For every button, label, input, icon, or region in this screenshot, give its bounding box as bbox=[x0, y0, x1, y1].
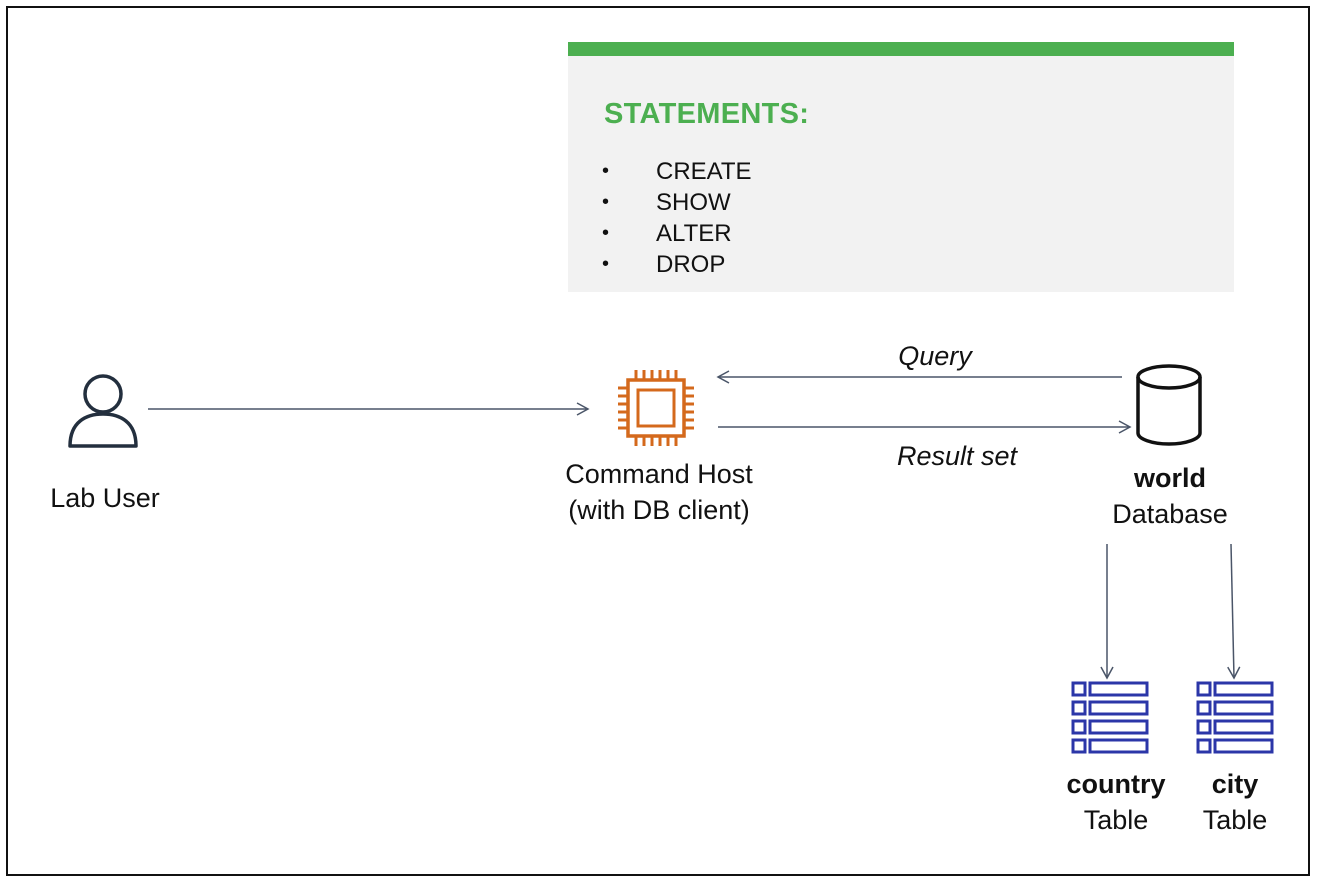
query-label: Query bbox=[898, 341, 972, 371]
db-to-city-arrow bbox=[1227, 543, 1241, 680]
statements-list: CREATE SHOW ALTER DROP bbox=[598, 156, 752, 280]
city-table-name: city bbox=[1211, 769, 1259, 799]
command-host-title: Command Host bbox=[565, 459, 753, 489]
chip-icon bbox=[618, 370, 694, 446]
statement-item: SHOW bbox=[598, 187, 752, 218]
city-table-type: Table bbox=[1202, 805, 1268, 835]
city-table-label: city Table bbox=[1186, 766, 1284, 838]
statement-item: CREATE bbox=[598, 156, 752, 187]
country-table-name: country bbox=[1066, 769, 1166, 799]
statement-item: ALTER bbox=[598, 218, 752, 249]
table-icon bbox=[1196, 681, 1274, 754]
world-database-type: Database bbox=[1112, 499, 1228, 529]
world-database-name: world bbox=[1134, 463, 1206, 493]
command-host-subtitle: (with DB client) bbox=[568, 495, 750, 525]
panel-title: STATEMENTS: bbox=[604, 98, 810, 130]
result-set-label: Result set bbox=[896, 441, 1018, 471]
table-icon bbox=[1071, 681, 1149, 754]
country-table-label: country Table bbox=[1046, 766, 1186, 838]
user-icon bbox=[68, 374, 138, 448]
database-cylinder-icon bbox=[1136, 364, 1202, 446]
statement-item: DROP bbox=[598, 249, 752, 280]
panel-accent-bar bbox=[568, 42, 1234, 56]
diagram-frame bbox=[6, 6, 1310, 876]
country-table-type: Table bbox=[1083, 805, 1149, 835]
statements-panel: STATEMENTS: CREATE SHOW ALTER DROP bbox=[568, 42, 1234, 292]
lab-user-label: Lab User bbox=[50, 483, 160, 513]
command-host-label: Command Host (with DB client) bbox=[530, 456, 788, 528]
world-database-label: world Database bbox=[1092, 460, 1248, 532]
